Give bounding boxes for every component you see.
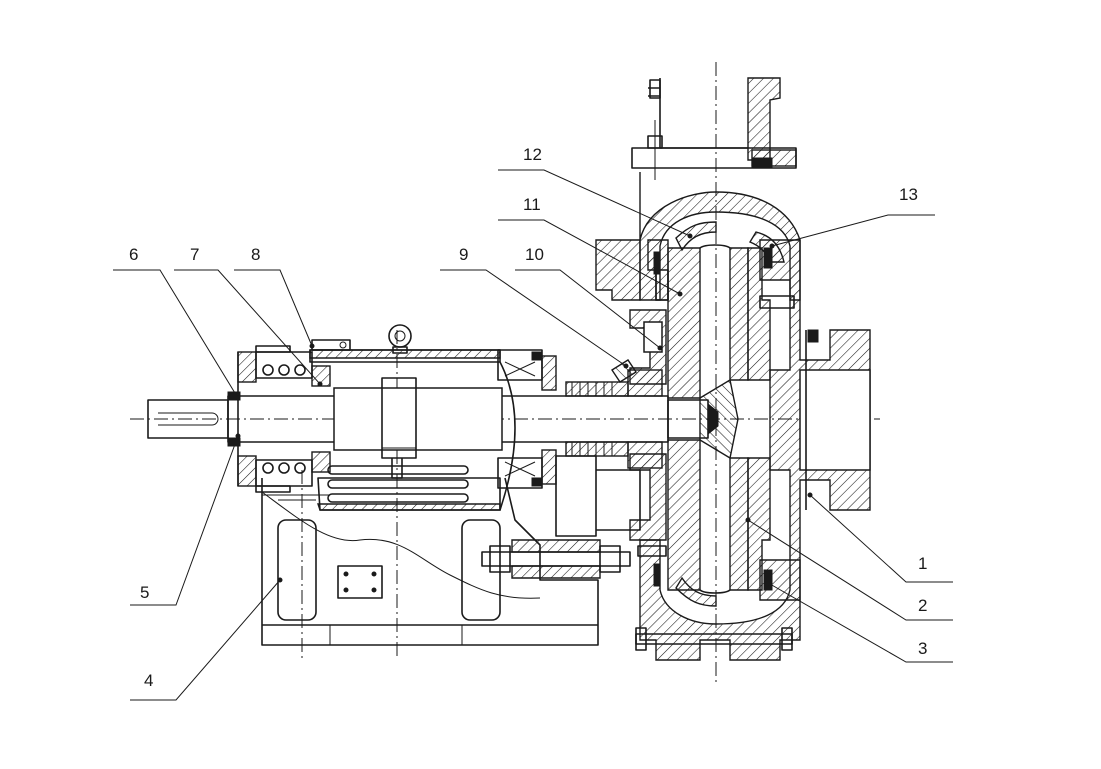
callout-3: 3 — [918, 639, 927, 658]
callout-numbers: 1 2 3 4 5 6 7 8 9 10 11 12 13 — [129, 145, 927, 690]
pump-end-bearing — [497, 349, 557, 489]
shaft — [147, 387, 709, 451]
callout-12: 12 — [523, 145, 542, 164]
callout-7: 7 — [190, 245, 199, 264]
callout-4: 4 — [144, 671, 153, 690]
callout-10: 10 — [525, 245, 544, 264]
pump-casing — [595, 77, 871, 661]
callout-2: 2 — [918, 596, 927, 615]
callout-1: 1 — [918, 554, 927, 573]
callout-5: 5 — [140, 583, 149, 602]
callout-13: 13 — [899, 185, 918, 204]
stuffing-box-housing — [629, 309, 667, 541]
drive-end-bearing — [227, 345, 331, 493]
callout-9: 9 — [459, 245, 468, 264]
callout-8: 8 — [251, 245, 260, 264]
shaft-seal — [555, 359, 663, 537]
bearing-housing — [309, 324, 516, 511]
impeller — [667, 244, 749, 594]
throatbush — [747, 247, 819, 591]
center-lines — [130, 62, 880, 685]
callout-11: 11 — [523, 195, 541, 214]
callout-leaders — [113, 169, 953, 701]
callout-6: 6 — [129, 245, 138, 264]
bearing-frame-base — [261, 477, 599, 646]
